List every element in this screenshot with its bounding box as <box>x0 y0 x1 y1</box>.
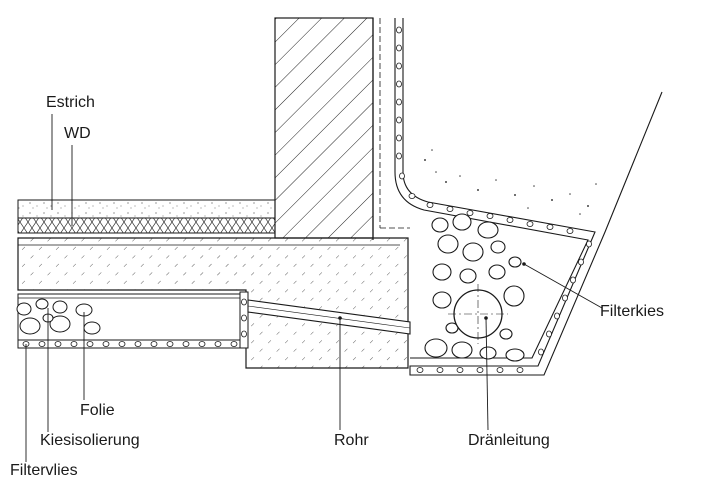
wall <box>274 17 410 240</box>
trench-filtervlies <box>394 18 663 376</box>
wd-insulation-layer <box>17 217 276 234</box>
label-wd: WD <box>64 125 91 142</box>
label-filterkies: Filterkies <box>600 303 665 320</box>
label-folie: Folie <box>80 402 115 419</box>
filterkies-stones <box>424 213 525 362</box>
label-kiesisolierung: Kiesisolierung <box>40 432 140 449</box>
label-draenleitung: Dränleitung <box>468 432 550 449</box>
label-rohr: Rohr <box>334 432 369 449</box>
label-filtervlies: Filtervlies <box>10 462 78 479</box>
estrich-layer <box>17 199 276 219</box>
soil-backfill <box>424 149 597 215</box>
rohr-pipe <box>247 299 411 335</box>
foundation-slab <box>17 237 409 369</box>
filtervlies-layer <box>17 291 249 349</box>
gravel-insulation-bed <box>16 293 243 341</box>
leader-dots <box>338 262 526 320</box>
draenleitung-pipe <box>448 284 508 344</box>
label-estrich: Estrich <box>46 94 95 111</box>
leader-lines <box>25 114 603 462</box>
